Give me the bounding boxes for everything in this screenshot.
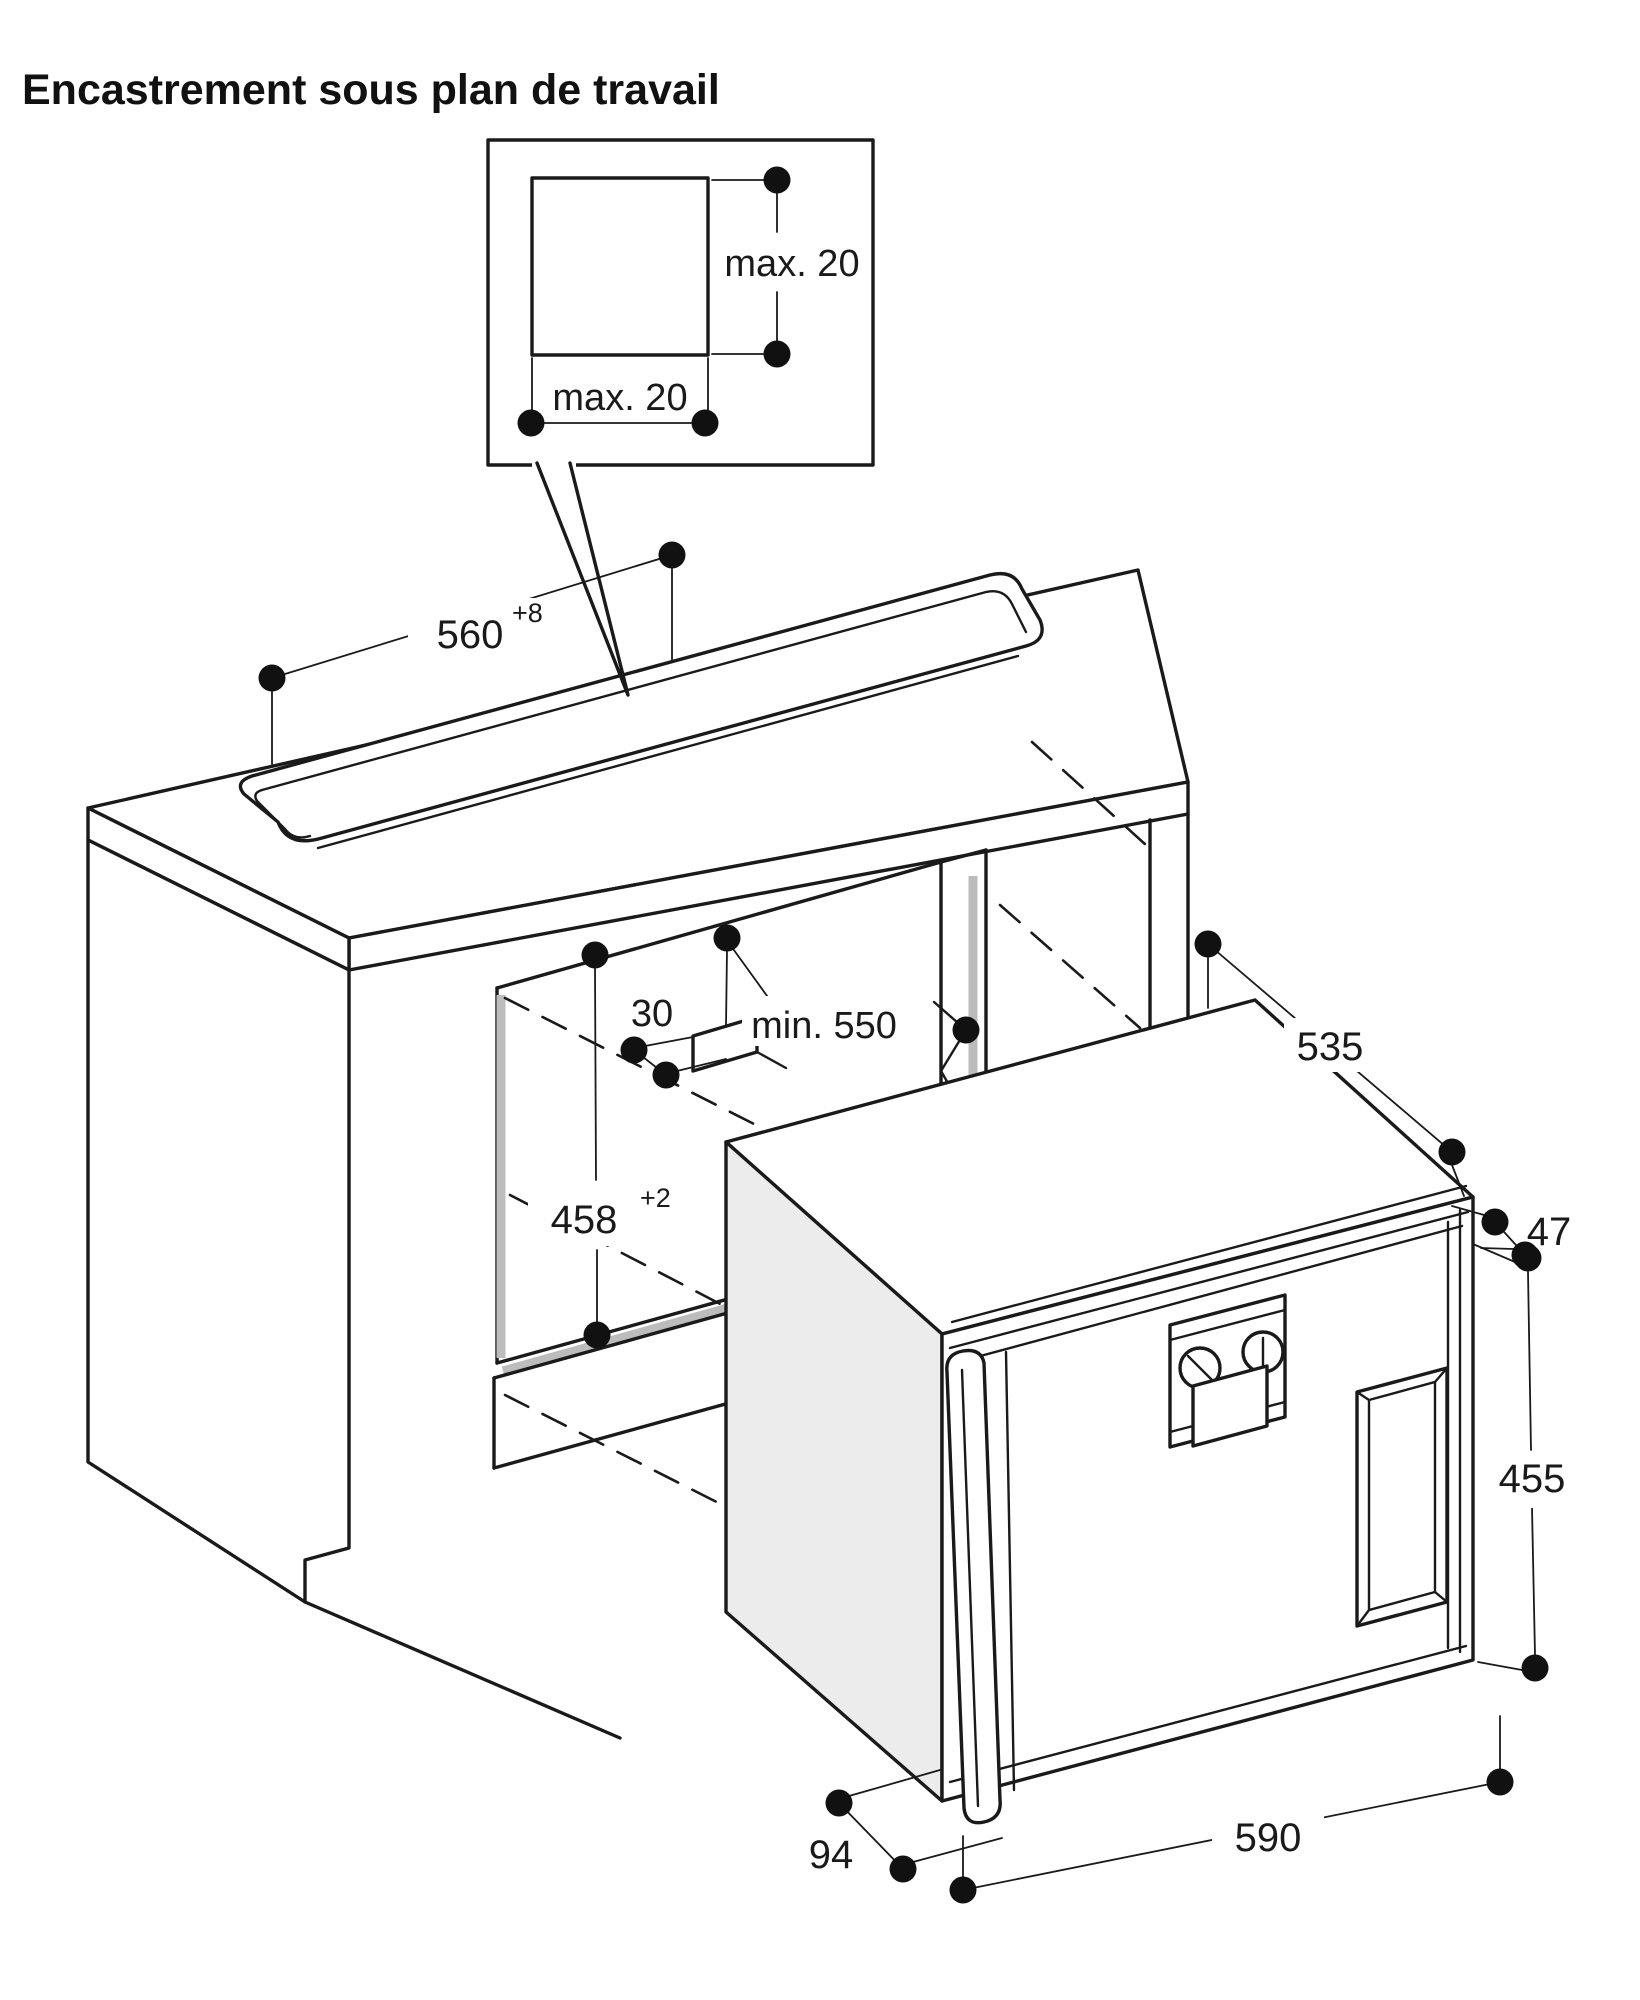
callout-dim-vertical-lines: [711, 179, 778, 355]
callout-dim-horizontal-lines: [531, 357, 709, 424]
dim-dot: [1481, 1208, 1509, 1236]
callout-detail-box: max. 20 max. 20: [486, 138, 875, 697]
callout-cutout-square: [530, 176, 710, 357]
oven-door-window-bevel: [1355, 1366, 1449, 1628]
dim-label-min550: min. 550: [751, 1005, 897, 1047]
cabinet-left-side-panel: [86, 838, 351, 1604]
dim-niche-width: 560 +8: [258, 541, 686, 765]
dim-label-455: 455: [1499, 1457, 1566, 1501]
dim-oven-depth: 535: [1194, 930, 1466, 1197]
dim-label-458-sup: +2: [640, 1183, 671, 1213]
dim-niche-height: 458 +2: [528, 941, 671, 1349]
dim-oven-height: 455: [1472, 1243, 1582, 1682]
dim-label-max20-vertical: max. 20: [724, 243, 859, 285]
dim-dot: [1486, 1768, 1514, 1796]
dim-dot: [952, 1016, 980, 1044]
dim-label-458: 458: [551, 1198, 618, 1242]
dim-dot: [1194, 930, 1222, 958]
dim-dot: [1514, 1244, 1542, 1272]
dim-oven-width: 590: [949, 1715, 1514, 1904]
dim-dot: [889, 1855, 917, 1883]
dim-dot: [1521, 1654, 1549, 1682]
oven-door-left-edge: [1004, 1350, 1016, 1792]
dim-dot: [658, 541, 686, 569]
worktop-cutout-inner-edge-left: [254, 788, 312, 839]
dim-label-560: 560: [437, 613, 504, 657]
dim-dot: [581, 941, 609, 969]
dim-dot: [583, 1321, 611, 1349]
oven-front-frame-lines: [948, 1210, 1470, 1364]
dim-label-590: 590: [1235, 1816, 1302, 1860]
dim-niche-depth: min. 550: [713, 924, 980, 1047]
dim-rear-gap: 30: [620, 993, 727, 1089]
oven-front-face: [940, 1195, 1475, 1803]
dim-dot: [1438, 1138, 1466, 1166]
oven-top-frame-strip: [950, 1184, 1468, 1324]
niche-divider-top-edge: [939, 848, 988, 864]
cabinet-base-edge: [303, 1600, 622, 1740]
worktop-cutout-inner-edge-front: [316, 654, 1020, 850]
dim-dot: [258, 664, 286, 692]
dim-label-30: 30: [631, 993, 673, 1035]
page-title: Encastrement sous plan de travail: [22, 66, 720, 114]
dim-dot: [691, 409, 719, 437]
dim-dot: [763, 340, 791, 368]
worktop-cutout-rim: [238, 571, 1044, 843]
niche-opening-top-edge: [495, 860, 943, 990]
dim-dot: [517, 409, 545, 437]
dim-label-535: 535: [1297, 1025, 1364, 1069]
oven-door-window: [1355, 1366, 1449, 1628]
dim-dot: [620, 1036, 648, 1064]
dim-dot: [713, 924, 741, 952]
dim-label-560-sup: +8: [512, 598, 543, 628]
oven-door-handle-inner-line: [960, 1368, 980, 1808]
dim-dot: [825, 1789, 853, 1817]
oven-group: [724, 998, 1475, 1825]
dim-handle-depth: 94: [809, 1769, 1003, 1883]
dim-dot: [763, 166, 791, 194]
dim-label-max20-horizontal: max. 20: [552, 377, 687, 419]
oven-bottom-frame-line: [948, 1644, 1468, 1784]
callout-tail: [535, 461, 630, 697]
oven-door-handle: [945, 1348, 1002, 1825]
dim-label-94: 94: [809, 1833, 854, 1877]
oven-display: [1191, 1364, 1269, 1448]
worktop-cutout-inner-edge: [260, 590, 1028, 792]
oven-knob-left-marker: [1186, 1354, 1214, 1382]
dim-dot: [949, 1876, 977, 1904]
cabinet-worktop-group: [86, 568, 1190, 1740]
dim-dot: [652, 1061, 680, 1089]
